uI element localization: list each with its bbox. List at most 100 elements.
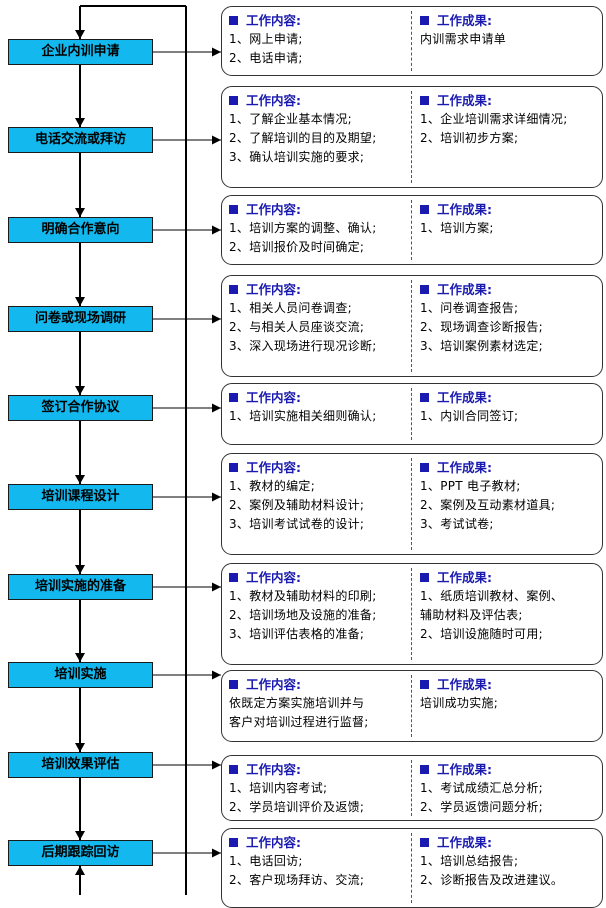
arrow-down-icon: [75, 565, 85, 574]
column-divider: [411, 568, 412, 660]
work-content-column: 工作内容:1、教材及辅助材料的印刷;2、培训场地及设施的准备;3、培训评估表格的…: [229, 568, 409, 644]
arrow-right-icon: [212, 582, 221, 592]
work-results-header: 工作成果:: [420, 458, 600, 477]
square-bullet-icon: [420, 463, 429, 472]
work-content-line: 3、深入现场进行现况诊断;: [229, 339, 377, 353]
column-divider: [411, 280, 412, 372]
work-results-column: 工作成果: 培训成功实施;: [420, 675, 600, 713]
step-box: 培训效果评估: [8, 752, 153, 778]
step-box: 后期跟踪回访: [8, 840, 153, 866]
square-bullet-icon: [420, 96, 429, 105]
arrow-right-icon: [212, 492, 221, 502]
step-detail-card: 工作内容: 依既定方案实施培训并与 客户对培训过程进行监督;工作成果: 培训成功…: [221, 670, 603, 742]
work-results-header-label: 工作成果:: [437, 460, 492, 475]
column-divider: [411, 675, 412, 737]
work-results-header: 工作成果:: [420, 200, 600, 219]
work-results-line: 1、问卷调查报告;: [420, 301, 519, 315]
square-bullet-icon: [229, 680, 238, 689]
work-content-line: 3、培训评估表格的准备;: [229, 627, 365, 641]
arrow-right-icon: [212, 848, 221, 858]
work-content-line: 1、网上申请;: [229, 32, 303, 46]
work-results-column: 工作成果:1、PPT 电子教材;2、案例及互动素材道具;3、考试试卷;: [420, 458, 600, 534]
column-divider: [411, 388, 412, 440]
work-content-line: 依既定方案实施培训并与: [229, 696, 365, 710]
work-results-line: 1、内训合同签订;: [420, 409, 519, 423]
work-results-line: 2、诊断报告及改进建议。: [420, 873, 564, 887]
square-bullet-icon: [229, 393, 238, 402]
step-box: 培训课程设计: [8, 484, 153, 510]
square-bullet-icon: [229, 573, 238, 582]
arrow-down-icon: [75, 30, 85, 39]
work-content-header: 工作内容:: [229, 760, 409, 779]
work-content-line: 2、培训场地及设施的准备;: [229, 608, 377, 622]
square-bullet-icon: [229, 285, 238, 294]
arrow-right-icon: [212, 760, 221, 770]
work-content-column: 工作内容: 1、网上申请; 2、电话申请;: [229, 11, 409, 68]
work-results-column: 工作成果:1、纸质培训教材、案例、 辅助材料及评估表;2、培训设施随时可用;: [420, 568, 600, 644]
work-content-line: 2、案例及辅助材料设计;: [229, 498, 365, 512]
arrow-up-icon: [75, 866, 85, 875]
work-results-column: 工作成果: 1、内训合同签订;: [420, 388, 600, 426]
work-content-header-label: 工作内容:: [246, 677, 301, 692]
work-content-line: 3、确认培训实施的要求;: [229, 150, 365, 164]
step-detail-card: 工作内容:1、培训方案的调整、确认;2、培训报价及时间确定;工作成果:1、培训方…: [221, 195, 603, 265]
square-bullet-icon: [420, 838, 429, 847]
work-content-line: 1、教材的编定;: [229, 479, 316, 493]
work-content-header-label: 工作内容:: [246, 835, 301, 850]
square-bullet-icon: [229, 463, 238, 472]
work-results-header: 工作成果:: [420, 760, 600, 779]
work-results-header-label: 工作成果:: [437, 202, 492, 217]
work-results-column: 工作成果:1、考试成绩汇总分析;2、学员返馈问题分析;: [420, 760, 600, 817]
square-bullet-icon: [420, 205, 429, 214]
work-results-line: 1、PPT 电子教材;: [420, 479, 521, 493]
square-bullet-icon: [420, 765, 429, 774]
column-divider: [411, 200, 412, 260]
step-detail-card: 工作内容:1、了解企业基本情况;2、了解培训的目的及期望;3、确认培训实施的要求…: [221, 86, 603, 188]
work-content-column: 工作内容:1、培训方案的调整、确认;2、培训报价及时间确定;: [229, 200, 409, 257]
work-content-header-label: 工作内容:: [246, 202, 301, 217]
square-bullet-icon: [229, 205, 238, 214]
work-results-column: 工作成果:1、问卷调查报告;2、现场调查诊断报告;3、培训案例素材选定;: [420, 280, 600, 356]
work-results-column: 工作成果:1、培训总结报告;2、诊断报告及改进建议。: [420, 833, 600, 890]
work-results-line: 3、考试试卷;: [420, 517, 494, 531]
work-content-line: 2、客户现场拜访、交流;: [229, 873, 365, 887]
work-content-column: 工作内容: 1、培训内容考试; 2、学员培训评价及返馈;: [229, 760, 409, 817]
arrow-down-icon: [75, 208, 85, 217]
arrow-down-icon: [75, 743, 85, 752]
work-content-line: 2、电话申请;: [229, 51, 303, 65]
work-content-line: 1、教材及辅助材料的印刷;: [229, 589, 377, 603]
work-content-line: 1、电话回访;: [229, 854, 303, 868]
step-box: 问卷或现场调研: [8, 306, 153, 332]
arrow-down-icon: [75, 118, 85, 127]
arrow-right-icon: [212, 403, 221, 413]
work-results-header-label: 工作成果:: [437, 835, 492, 850]
work-content-header-label: 工作内容:: [246, 282, 301, 297]
column-divider: [411, 91, 412, 183]
step-detail-card: 工作内容:1、教材及辅助材料的印刷;2、培训场地及设施的准备;3、培训评估表格的…: [221, 563, 603, 665]
work-content-line: 1、培训方案的调整、确认;: [229, 221, 377, 235]
work-results-line: 2、培训设施随时可用;: [420, 627, 543, 641]
work-content-line: 2、了解培训的目的及期望;: [229, 131, 377, 145]
work-results-header: 工作成果:: [420, 568, 600, 587]
work-content-line: 2、学员培训评价及返馈;: [229, 800, 365, 814]
step-box: 签订合作协议: [8, 395, 153, 421]
work-results-header: 工作成果:: [420, 388, 600, 407]
step-detail-card: 工作内容: 1、培训内容考试; 2、学员培训评价及返馈; 工作成果:1、考试成绩汇总分…: [221, 755, 603, 821]
work-content-header: 工作内容:: [229, 11, 409, 30]
work-content-header-label: 工作内容:: [246, 460, 301, 475]
work-content-column: 工作内容:1、培训实施相关细则确认;: [229, 388, 409, 426]
work-content-header-label: 工作内容:: [246, 390, 301, 405]
work-content-line: 1、培训内容考试;: [229, 781, 328, 795]
work-results-line: 培训成功实施;: [420, 696, 499, 710]
work-results-header-label: 工作成果:: [437, 762, 492, 777]
work-results-header-label: 工作成果:: [437, 390, 492, 405]
work-results-line: 1、培训方案;: [420, 221, 494, 235]
step-box: 培训实施: [8, 662, 153, 688]
square-bullet-icon: [420, 393, 429, 402]
arrow-right-icon: [212, 314, 221, 324]
work-content-header: 工作内容:: [229, 200, 409, 219]
work-content-line: 1、了解企业基本情况;: [229, 112, 352, 126]
square-bullet-icon: [229, 16, 238, 25]
